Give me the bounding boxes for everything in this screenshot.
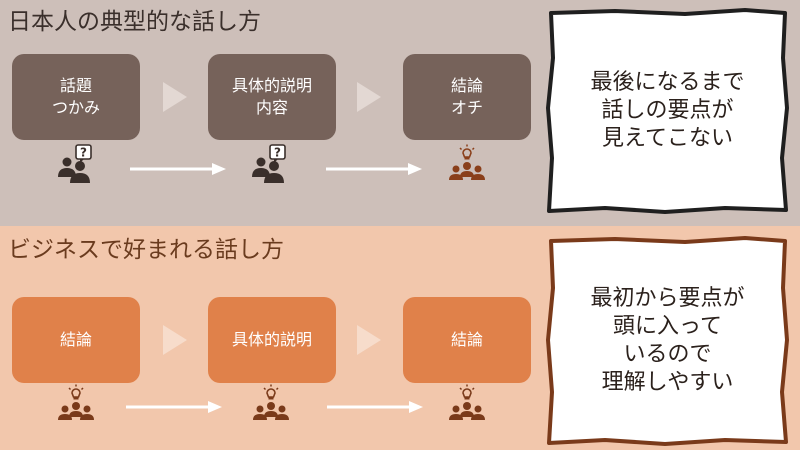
idea-group-icon: [56, 384, 96, 424]
business-style-panel: ビジネスで好まれる話し方 結論 具体的説明 結論 最初から要点が 頭に入って い…: [0, 226, 800, 450]
triangle-arrow-icon: [163, 82, 187, 112]
step-box-detail: 具体的説明 内容: [208, 54, 336, 140]
arrow-right-icon: [130, 163, 226, 175]
callout-line: 話しの要点が: [601, 98, 734, 123]
section-title-business: ビジネスで好まれる話し方: [8, 237, 284, 263]
step-box-conclusion: 結論 オチ: [403, 54, 531, 140]
step-sublabel: つかみ: [51, 98, 100, 117]
triangle-arrow-icon: [163, 325, 187, 355]
question-person-icon: [56, 144, 96, 184]
arrow-right-icon: [326, 163, 422, 175]
callout-line: 最後になるまで: [590, 70, 745, 95]
callout-frame: [546, 8, 789, 214]
step-label: 結論: [450, 330, 483, 349]
callout-line: 理解しやすい: [601, 370, 734, 395]
callout-line: 最初から要点が: [590, 286, 745, 311]
question-person-icon: [250, 144, 290, 184]
idea-group-icon: [447, 384, 487, 424]
triangle-arrow-icon: [357, 82, 381, 112]
callout-line: 見えてこない: [602, 126, 733, 151]
callout-line: 頭に入って: [613, 314, 722, 339]
callout-line: いるので: [623, 342, 712, 367]
step-label: 結論: [59, 330, 92, 349]
step-sublabel: オチ: [450, 98, 483, 117]
typical-style-panel: 日本人の典型的な話し方 話題 つかみ 具体的説明 内容 結論 オチ 最後になるま…: [0, 0, 800, 226]
step-box-topic: 話題 つかみ: [12, 54, 140, 140]
callout-text-typical: 最後になるまで 話しの要点が 見えてこない: [548, 11, 787, 211]
step-label: 結論: [450, 76, 483, 95]
step-label: 話題: [59, 76, 92, 95]
step-box-conclusion-last: 結論: [403, 297, 531, 383]
step-sublabel: 内容: [255, 98, 288, 117]
arrow-right-icon: [126, 401, 222, 413]
callout-frame: [546, 236, 789, 446]
idea-group-icon: [251, 384, 291, 424]
arrow-right-icon: [327, 401, 423, 413]
step-label: 具体的説明: [231, 330, 312, 349]
triangle-arrow-icon: [357, 325, 381, 355]
section-title-typical: 日本人の典型的な話し方: [8, 9, 261, 35]
callout-text-business: 最初から要点が 頭に入って いるので 理解しやすい: [548, 239, 787, 443]
step-box-conclusion-first: 結論: [12, 297, 140, 383]
step-label: 具体的説明: [231, 76, 312, 95]
step-box-detail: 具体的説明: [208, 297, 336, 383]
idea-group-icon: [447, 144, 487, 184]
